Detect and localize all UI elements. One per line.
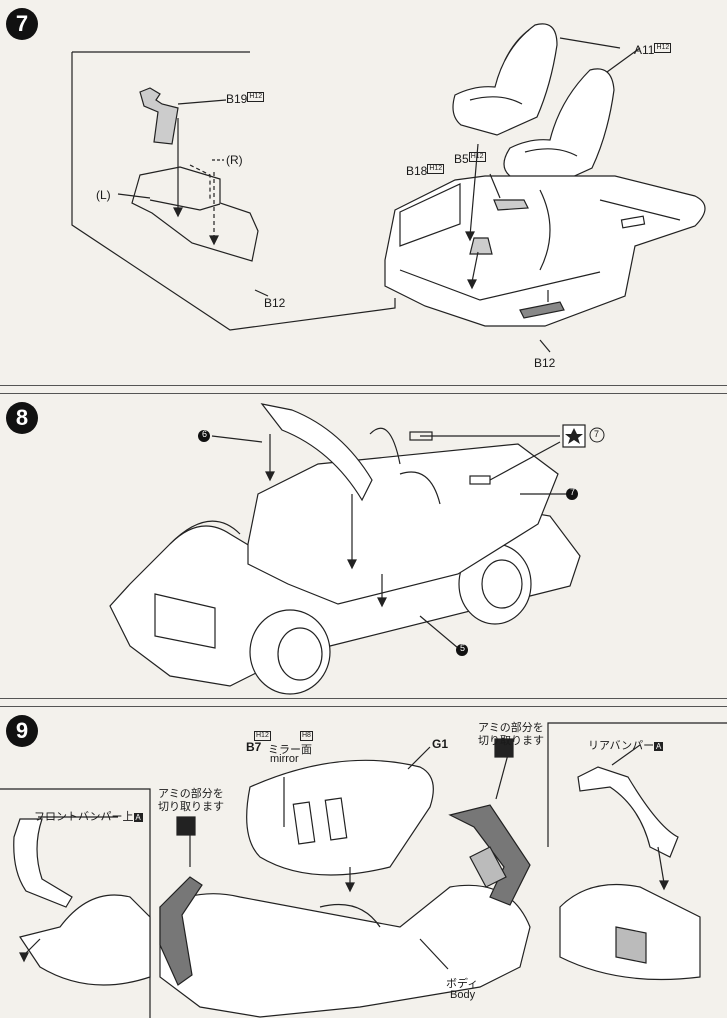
- ref-5: 5: [460, 643, 466, 653]
- step-number-8: 8: [6, 402, 38, 434]
- cut-region-rear: [448, 804, 531, 906]
- rear-bumper-part: [577, 766, 679, 858]
- front-bumper-part: [13, 818, 73, 908]
- shift-boot-b18: [469, 237, 493, 255]
- ref-7: 7: [570, 487, 576, 497]
- step-7-drawing: [71, 23, 706, 353]
- body-main: [159, 884, 531, 1018]
- step-8-drawing: [109, 403, 605, 695]
- pedal-part-b19: [139, 87, 179, 145]
- inset-frame: [71, 52, 396, 331]
- ref-dot-6: [198, 430, 210, 442]
- label-cut-rear-1: アミの部分を: [478, 722, 544, 734]
- label-right: (R): [226, 153, 243, 167]
- label-body-en: Body: [450, 989, 476, 1001]
- step-number-9: 9: [6, 715, 38, 747]
- label-h12: H12: [254, 731, 271, 741]
- label-left: (L): [96, 188, 111, 202]
- label-cut-rear-2: 切り取ります: [478, 735, 544, 747]
- ref-6: 6: [202, 429, 208, 439]
- step-9-drawing: [0, 722, 727, 1018]
- step-number-7: 7: [6, 8, 38, 40]
- label-mirror-en: mirror: [270, 753, 299, 765]
- label-g1: G1: [432, 737, 449, 751]
- ref-dot-5: [456, 644, 468, 656]
- label-h8: H8: [300, 731, 313, 741]
- label-body-jp: ボディ: [446, 978, 479, 990]
- label-mirror-jp: ミラー面: [268, 744, 312, 756]
- step-7-panel: 7: [0, 0, 727, 386]
- windshield-g1: [246, 759, 434, 876]
- label-b12-main: B12: [534, 356, 556, 370]
- ref-dot-7: [566, 488, 578, 500]
- cut-region-front: [159, 876, 203, 986]
- shifter-part-b5: [493, 199, 529, 211]
- inset-tub: [131, 166, 259, 262]
- label-b12-inset: B12: [264, 296, 286, 310]
- ref-7-star: 7: [594, 429, 600, 439]
- label-b7: B7: [246, 740, 262, 754]
- step-8-panel: 8: [0, 393, 727, 699]
- label-cut-front-1: アミの部分を: [158, 788, 224, 800]
- step-9-panel: 9: [0, 706, 727, 1018]
- interior-tub-b12: [384, 175, 706, 327]
- wheel-front: [249, 609, 331, 695]
- rear-bumper-inset-frame: [547, 722, 727, 847]
- label-cut-front-2: 切り取ります: [158, 801, 224, 813]
- seat-a11-front: [452, 23, 558, 136]
